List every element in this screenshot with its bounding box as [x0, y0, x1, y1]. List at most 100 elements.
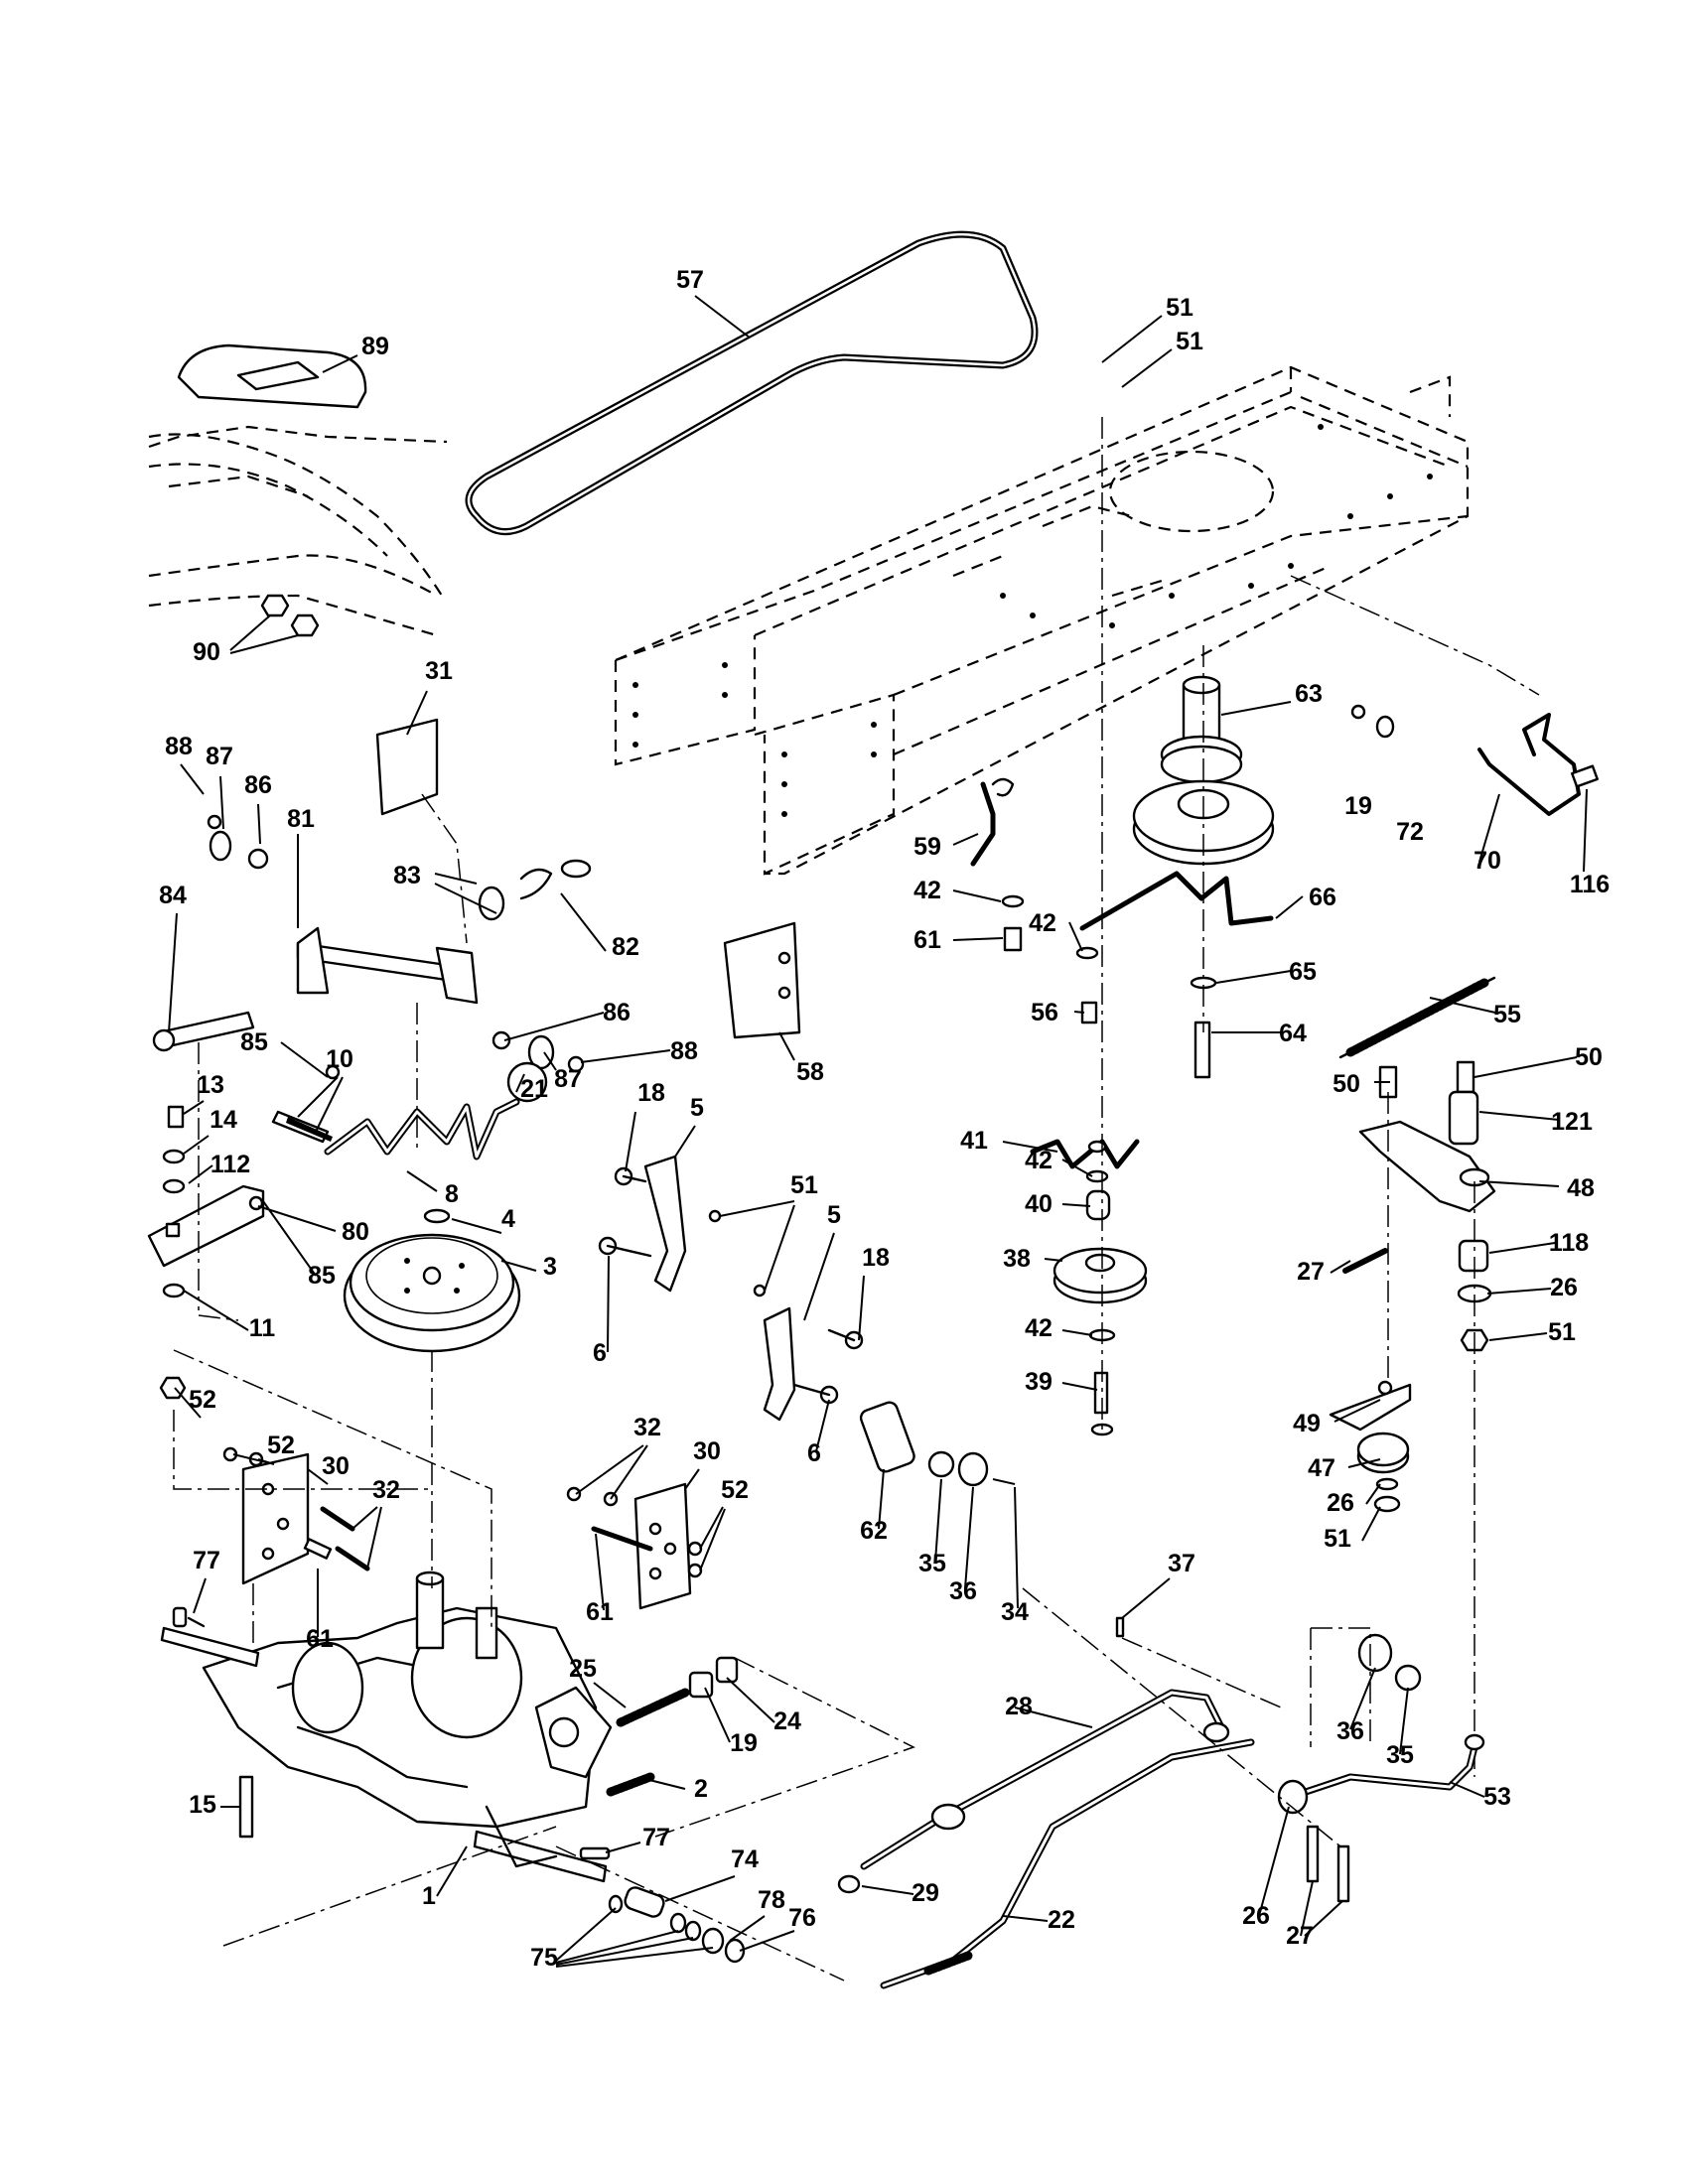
part-callout-15: 15: [189, 1791, 216, 1819]
part-callout-36: 36: [949, 1577, 977, 1605]
part-callout-30: 30: [693, 1437, 721, 1465]
part-callout-51: 51: [790, 1171, 818, 1199]
part-callout-18: 18: [637, 1079, 665, 1107]
bracket-58: [723, 921, 801, 1039]
part-callout-72: 72: [1396, 818, 1424, 846]
part-callout-61: 61: [913, 926, 941, 954]
part-callout-10: 10: [326, 1045, 353, 1073]
part-callout-76: 76: [788, 1904, 816, 1932]
part-callout-41: 41: [960, 1127, 988, 1155]
clip-70: [1350, 704, 1599, 816]
mounting-plate-right: [566, 1482, 703, 1610]
part-callout-66: 66: [1309, 884, 1336, 911]
part-callout-64: 64: [1279, 1020, 1307, 1047]
part-callout-30: 30: [322, 1452, 350, 1480]
part-callout-62: 62: [860, 1517, 888, 1545]
part-callout-50: 50: [1333, 1070, 1360, 1098]
shift-rod: [271, 1061, 548, 1160]
part-callout-26: 26: [1242, 1902, 1270, 1930]
part-callout-11: 11: [249, 1314, 276, 1342]
part-callout-63: 63: [1295, 680, 1323, 708]
part-callout-37: 37: [1168, 1550, 1195, 1577]
part-callout-22: 22: [1048, 1906, 1075, 1934]
part-callout-40: 40: [1025, 1190, 1052, 1218]
spring-25: [606, 1656, 915, 1838]
part-callout-52: 52: [267, 1432, 295, 1459]
part-callout-88: 88: [165, 733, 193, 760]
part-callout-65: 65: [1289, 958, 1317, 986]
part-callout-51: 51: [1176, 328, 1203, 355]
part-callout-6: 6: [593, 1339, 607, 1367]
part-callout-55: 55: [1493, 1001, 1521, 1028]
part-callout-49: 49: [1293, 1410, 1321, 1437]
part-callout-26: 26: [1550, 1274, 1578, 1301]
part-callout-6: 6: [807, 1439, 821, 1467]
control-rods: [837, 1689, 1255, 1989]
part-callout-48: 48: [1567, 1174, 1595, 1202]
part-callout-14: 14: [210, 1106, 237, 1134]
part-callout-21: 21: [520, 1075, 548, 1103]
part-callout-24: 24: [773, 1707, 801, 1735]
part-callout-83: 83: [393, 862, 421, 889]
part-callout-42: 42: [913, 877, 941, 904]
part-callout-5: 5: [827, 1201, 841, 1229]
part-callout-57: 57: [676, 266, 704, 294]
part-callout-87: 87: [554, 1065, 582, 1093]
part-callout-42: 42: [1025, 1147, 1052, 1174]
pulley-3: [343, 1208, 521, 1353]
part-callout-88: 88: [670, 1037, 698, 1065]
part-callout-121: 121: [1551, 1108, 1593, 1136]
plate-80: [147, 1105, 265, 1298]
part-callout-53: 53: [1483, 1783, 1511, 1811]
part-callout-42: 42: [1025, 1314, 1052, 1342]
part-callout-47: 47: [1308, 1454, 1335, 1482]
part-callout-75: 75: [530, 1944, 558, 1972]
part-callout-42: 42: [1029, 909, 1056, 937]
part-callout-78: 78: [758, 1886, 785, 1914]
part-callout-34: 34: [1001, 1598, 1029, 1626]
bracket-5: [598, 1155, 864, 1422]
part-callout-1: 1: [422, 1882, 436, 1910]
part-callout-2: 2: [694, 1775, 708, 1803]
part-callout-51: 51: [1548, 1318, 1576, 1346]
part-callout-52: 52: [721, 1476, 749, 1504]
spring-55: [1338, 976, 1496, 1059]
part-callout-59: 59: [913, 833, 941, 861]
part-callout-27: 27: [1286, 1922, 1314, 1950]
construction-lines: [173, 575, 1540, 1648]
drive-belt: [465, 230, 1039, 536]
part-callout-32: 32: [372, 1476, 400, 1504]
part-callout-13: 13: [197, 1071, 224, 1099]
part-callout-27: 27: [1297, 1258, 1325, 1286]
part-callout-85: 85: [308, 1262, 336, 1290]
part-callout-5: 5: [690, 1094, 704, 1122]
part-callout-84: 84: [159, 882, 187, 909]
part-callout-19: 19: [1344, 792, 1372, 820]
part-callout-58: 58: [796, 1058, 824, 1086]
part-callout-35: 35: [918, 1550, 946, 1577]
part-callout-39: 39: [1025, 1368, 1052, 1396]
part-callout-52: 52: [189, 1386, 216, 1414]
leader-lines: [168, 295, 1588, 1968]
part-callout-38: 38: [1003, 1245, 1031, 1273]
part-callout-51: 51: [1324, 1525, 1351, 1553]
part-callout-82: 82: [612, 933, 639, 961]
part-callout-3: 3: [543, 1253, 557, 1281]
part-callout-116: 116: [1570, 871, 1610, 898]
part-callout-61: 61: [306, 1625, 334, 1653]
shift-plate: [177, 343, 367, 409]
part-callout-86: 86: [244, 771, 272, 799]
part-callout-4: 4: [501, 1205, 515, 1233]
part-callout-35: 35: [1386, 1741, 1414, 1769]
part-callout-118: 118: [1549, 1229, 1589, 1257]
part-callout-25: 25: [569, 1655, 597, 1683]
part-callout-89: 89: [361, 333, 389, 360]
spacer-62: [859, 1401, 1016, 1487]
part-callout-61: 61: [586, 1598, 614, 1626]
part-callout-26: 26: [1327, 1489, 1354, 1517]
part-callout-87: 87: [206, 743, 233, 770]
pulley-63: [1132, 645, 1275, 1079]
part-callout-36: 36: [1336, 1717, 1364, 1745]
part-callout-81: 81: [287, 805, 315, 833]
part-callout-77: 77: [642, 1824, 670, 1851]
